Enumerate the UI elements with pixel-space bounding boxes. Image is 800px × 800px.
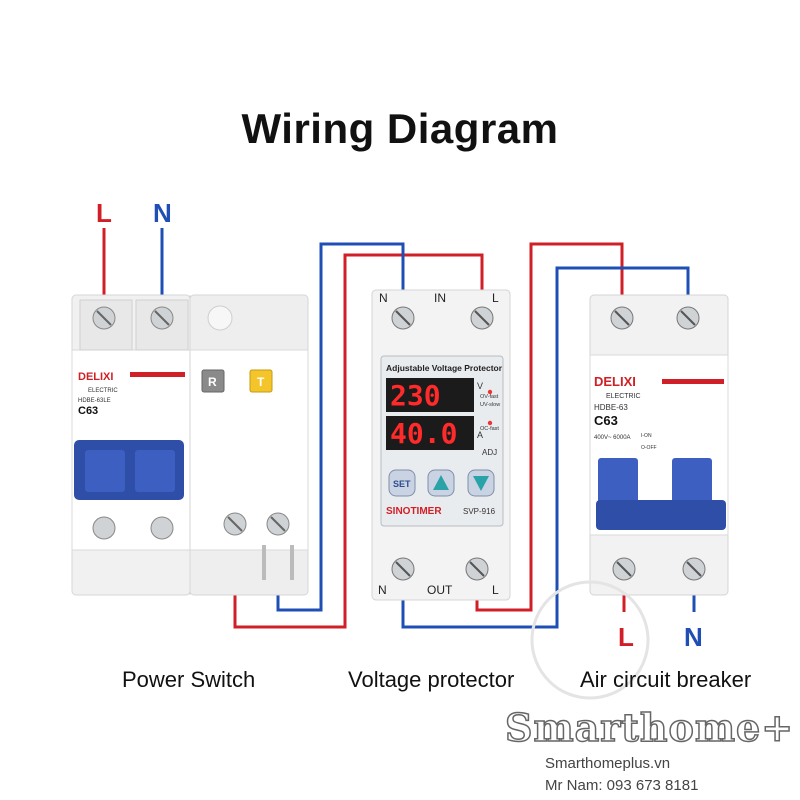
input-line-label: L — [96, 198, 112, 228]
breaker-rating: C63 — [594, 413, 618, 428]
protector-bottom-n: N — [378, 583, 387, 597]
ov-fast-label: OV-fast — [480, 394, 499, 400]
air-breaker-device: DELIXI ELECTRIC HDBE-63 C63 400V~ 6000A … — [589, 294, 729, 596]
switch-model: HDBE-63LE — [78, 398, 111, 404]
uv-slow-label: UV-slow — [480, 402, 500, 408]
test-button-label: T — [257, 375, 265, 389]
watermark-brand: Smarthome+ — [504, 704, 795, 751]
protector-bottom-l: L — [492, 583, 499, 597]
breaker-spec: 400V~ 6000A — [594, 435, 631, 441]
page-title: Wiring Diagram — [241, 105, 559, 152]
current-reading: 40.0 — [390, 417, 457, 450]
protector-top-in: IN — [434, 291, 446, 305]
output-line-label: L — [618, 622, 634, 652]
unit-v: V — [477, 381, 483, 391]
panel-title: Adjustable Voltage Protector — [386, 363, 503, 373]
switch-rating: C63 — [78, 405, 98, 417]
watermark-contact: Mr Nam: 093 673 8181 — [545, 777, 699, 794]
wire-switch-to-protector-line — [233, 253, 484, 629]
voltage-protector-device: N IN L Adjustable Voltage Protector 230 … — [371, 289, 511, 601]
breaker-off-label: O-OFF — [641, 445, 657, 451]
protector-model: SVP-916 — [463, 507, 496, 516]
switch-sub: ELECTRIC — [88, 388, 118, 394]
protector-bottom-out: OUT — [427, 583, 453, 597]
breaker-on-label: I-ON — [641, 433, 652, 439]
breaker-brand: DELIXI — [594, 374, 636, 389]
wire-protector-to-breaker-neutral — [401, 266, 690, 629]
caption-air-breaker: Air circuit breaker — [580, 667, 752, 692]
power-switch-device: DELIXI ELECTRIC HDBE-63LE C63 R T — [71, 294, 309, 596]
watermark-site: Smarthomeplus.vn — [545, 755, 671, 772]
voltage-reading: 230 — [390, 379, 441, 412]
unit-a: A — [477, 430, 483, 440]
caption-voltage-protector: Voltage protector — [348, 667, 515, 692]
caption-power-switch: Power Switch — [122, 667, 256, 692]
reset-button-label: R — [208, 375, 217, 389]
down-arrow-icon — [473, 476, 489, 491]
breaker-model: HDBE-63 — [594, 403, 628, 412]
output-neutral-label: N — [684, 622, 703, 652]
oc-fast-label: OC-fast — [480, 426, 499, 432]
adj-label: ADJ — [482, 448, 497, 457]
protector-brand: SINOTIMER — [386, 506, 442, 517]
switch-brand: DELIXI — [78, 371, 113, 383]
set-button[interactable] — [388, 469, 416, 497]
watermark-ring — [530, 580, 650, 700]
wire-protector-to-breaker-line — [475, 242, 624, 612]
switch-bottom-screw-1 — [92, 516, 116, 540]
switch-bottom-screw-2 — [150, 516, 174, 540]
breaker-sub: ELECTRIC — [606, 393, 641, 400]
up-arrow-icon — [433, 475, 449, 490]
input-neutral-label: N — [153, 198, 172, 228]
wire-switch-to-protector-neutral — [276, 242, 405, 612]
set-button-label: SET — [393, 479, 411, 489]
protector-top-n: N — [379, 291, 388, 305]
protector-top-l: L — [492, 291, 499, 305]
